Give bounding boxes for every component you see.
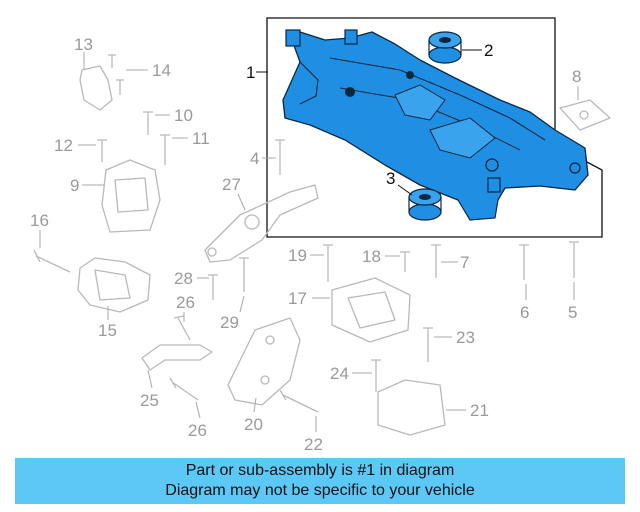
bushing-part-3[interactable] <box>408 188 442 221</box>
callout-4[interactable]: 4 <box>250 149 259 168</box>
callout-26-upper[interactable]: 26 <box>176 293 195 312</box>
callout-27[interactable]: 27 <box>222 175 241 194</box>
callout-21[interactable]: 21 <box>470 401 489 420</box>
leader-25 <box>147 369 153 389</box>
bolt-part-26-upper[interactable] <box>173 315 191 341</box>
bolts-part-14[interactable] <box>108 54 124 95</box>
parts-diagram: 1 2 3 13 14 8 10 11 12 9 4 27 16 15 28 2… <box>30 17 611 454</box>
callout-18[interactable]: 18 <box>362 247 381 266</box>
callout-26-lower[interactable]: 26 <box>188 421 207 440</box>
leader-29 <box>239 295 245 313</box>
bolt-part-18[interactable] <box>400 251 410 272</box>
bracket-part-20[interactable] <box>227 317 301 406</box>
callout-25[interactable]: 25 <box>140 391 159 410</box>
callout-1[interactable]: 1 <box>246 63 255 82</box>
callout-28[interactable]: 28 <box>174 269 193 288</box>
callout-3[interactable]: 3 <box>386 169 395 188</box>
callout-20[interactable]: 20 <box>244 415 263 434</box>
mount-part-21[interactable] <box>377 379 446 436</box>
callout-11[interactable]: 11 <box>192 129 210 148</box>
mount-part-17[interactable] <box>331 277 411 343</box>
callout-8[interactable]: 8 <box>572 67 581 86</box>
subframe-part-1[interactable] <box>282 29 589 221</box>
callout-2[interactable]: 2 <box>484 41 493 60</box>
callout-9[interactable]: 9 <box>70 176 79 195</box>
mount-part-9[interactable] <box>101 159 161 233</box>
bolt-part-12[interactable] <box>97 139 107 162</box>
callout-16[interactable]: 16 <box>30 211 49 230</box>
leader-3 <box>397 184 413 196</box>
bolt-part-10[interactable] <box>143 111 153 135</box>
bolt-part-16[interactable] <box>33 249 71 273</box>
banner-line-2: Diagram may not be specific to your vehi… <box>165 482 475 499</box>
callout-19[interactable]: 19 <box>288 246 307 265</box>
callout-7[interactable]: 7 <box>460 253 469 272</box>
callout-17[interactable]: 17 <box>288 289 307 308</box>
subframe-enclosure-box <box>266 17 603 238</box>
bolt-part-22[interactable] <box>279 389 319 413</box>
bracket-part-13[interactable] <box>79 65 113 111</box>
callout-22[interactable]: 22 <box>304 435 323 454</box>
callout-12[interactable]: 12 <box>54 136 73 155</box>
callout-15[interactable]: 15 <box>98 321 117 340</box>
bolt-part-24[interactable] <box>371 359 381 392</box>
bushing-part-2[interactable] <box>428 31 462 64</box>
callout-13[interactable]: 13 <box>74 35 93 54</box>
bolt-part-29[interactable] <box>239 257 249 292</box>
callout-24[interactable]: 24 <box>330 364 349 383</box>
callout-23[interactable]: 23 <box>456 328 475 347</box>
leader-26b <box>195 401 201 419</box>
link-part-27[interactable] <box>204 184 319 263</box>
bolt-part-26-lower[interactable] <box>169 377 199 401</box>
leader-27 <box>237 193 246 211</box>
callout-14[interactable]: 14 <box>152 61 171 80</box>
bolt-part-5[interactable] <box>569 241 579 278</box>
bolt-part-28[interactable] <box>208 274 218 300</box>
bolt-part-19[interactable] <box>323 244 333 282</box>
callout-6[interactable]: 6 <box>520 303 529 322</box>
leader-20 <box>253 397 257 413</box>
banner-line-1: Part or sub-assembly is #1 in diagram <box>185 462 455 479</box>
callout-10[interactable]: 10 <box>174 106 193 125</box>
info-banner: Part or sub-assembly is #1 in diagram Di… <box>15 458 625 504</box>
bolt-part-4[interactable] <box>275 139 285 175</box>
callout-5[interactable]: 5 <box>568 303 577 322</box>
bolt-part-23[interactable] <box>423 327 433 362</box>
bolt-part-7[interactable] <box>431 244 441 278</box>
washer-part-8[interactable] <box>559 99 611 131</box>
mount-part-15[interactable] <box>77 257 151 313</box>
callout-29[interactable]: 29 <box>220 313 239 332</box>
bolt-part-6[interactable] <box>519 244 529 280</box>
arm-part-25[interactable] <box>141 344 213 371</box>
bolt-part-11[interactable] <box>160 134 170 165</box>
